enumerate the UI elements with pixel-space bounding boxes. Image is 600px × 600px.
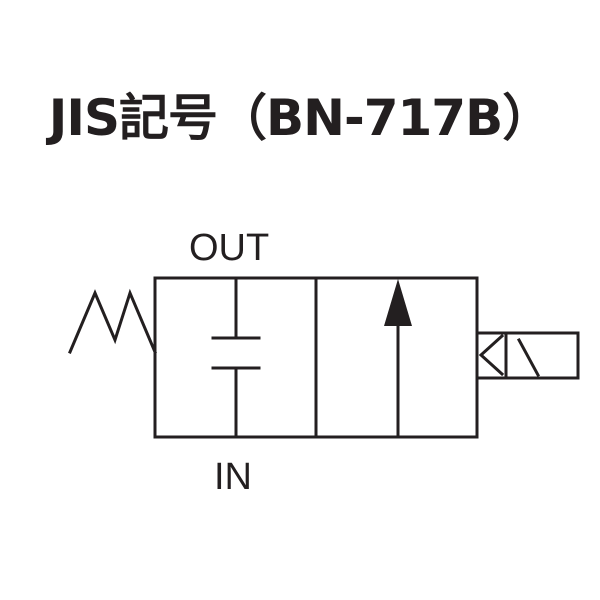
closed-port-symbol: [211, 276, 261, 439]
spring-icon: [68, 288, 157, 354]
in-port-label: IN: [214, 456, 252, 498]
out-port-label: OUT: [189, 227, 269, 269]
page-title: JIS記号（BN-717B）: [48, 89, 552, 147]
flow-arrowhead: [384, 279, 412, 326]
solenoid-icon: [475, 331, 580, 380]
